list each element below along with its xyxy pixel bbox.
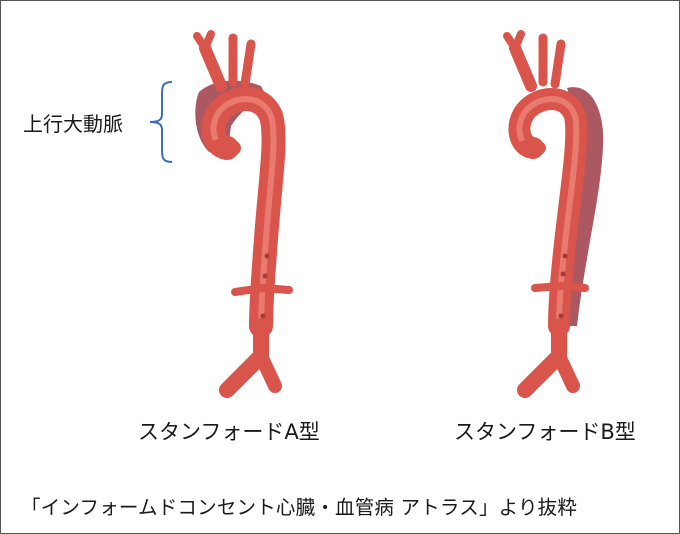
ascending-aorta-label: 上行大動脈: [23, 108, 123, 137]
aorta-type-a-illustration: [171, 26, 311, 411]
aorta-type-b-illustration: [481, 26, 621, 411]
source-citation: 「インフォームドコンセント心臓・血管病 アトラス」より抜粋: [21, 491, 577, 520]
caption-type-b: スタンフォードB型: [454, 416, 636, 446]
caption-type-a: スタンフォードA型: [138, 416, 320, 446]
